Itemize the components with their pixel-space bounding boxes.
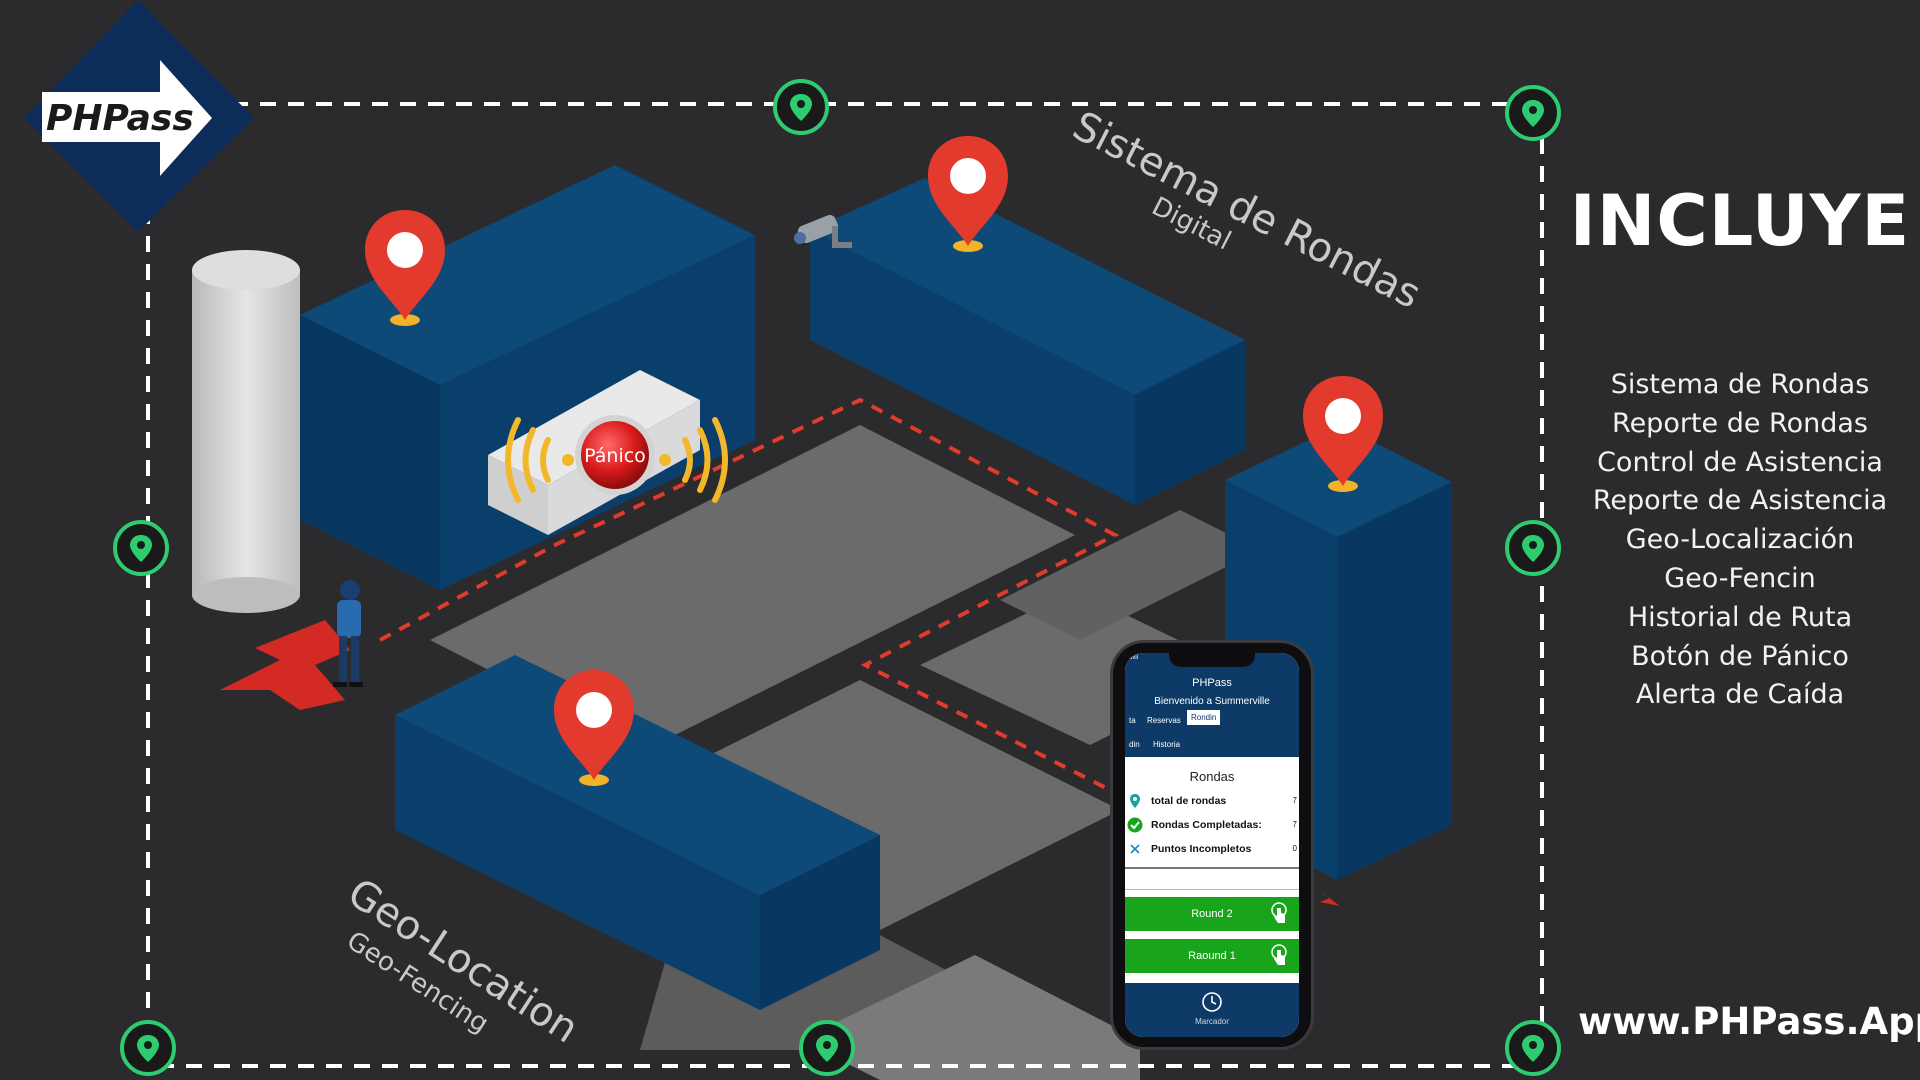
panic-button: Pánico [575, 415, 655, 495]
route-end-arrow [1318, 892, 1340, 906]
phone-footer-label[interactable]: Marcador [1195, 1017, 1229, 1026]
phone-welcome-text: Bienvenido a Summerville [1154, 696, 1270, 707]
round-button-label: Round 2 [1191, 908, 1233, 920]
feature-item: Geo-Localización [1625, 524, 1855, 556]
includes-title: INCLUYE [1569, 180, 1911, 262]
security-guard-figure [333, 580, 363, 687]
panic-label: Pánico [584, 445, 646, 467]
clock-icon[interactable] [1201, 991, 1223, 1013]
phone-tab-reservas[interactable]: Reservas [1147, 716, 1181, 725]
feature-item: Control de Asistencia [1597, 446, 1883, 478]
feature-item: Sistema de Rondas [1610, 369, 1870, 400]
phpass-logo: PHPass [24, 0, 254, 232]
phone-tab-rondin[interactable]: Rondin [1187, 710, 1221, 725]
tap-hand-icon [1271, 902, 1287, 923]
phone-bottom-nav: Marcador [1125, 983, 1299, 1037]
phone-stat-value: 0 [1292, 844, 1297, 853]
phone-stat-value: 7 [1292, 820, 1297, 829]
feature-item: Historial de Ruta [1627, 601, 1853, 633]
phone-stat-label: Puntos Incompletos [1151, 843, 1252, 855]
geofence-pin-icon [120, 1020, 176, 1076]
signal-waves-right [682, 417, 728, 503]
phone-divider [1125, 867, 1299, 869]
phone-subtab-rondin[interactable]: din [1129, 740, 1140, 749]
phone-stat-row: Puntos Incompletos 0 [1125, 839, 1299, 861]
phone-mockup: ovil PHPass Bienvenido a Summerville ta … [1110, 640, 1314, 1050]
signal-waves-left [505, 417, 551, 503]
phone-stat-label: total de rondas [1151, 795, 1227, 807]
patrol-route [379, 397, 1120, 792]
phone-tab-partial[interactable]: ta [1129, 716, 1136, 725]
phone-notch [1169, 653, 1255, 667]
geofence-pin-icon [113, 520, 169, 576]
check-circle-icon [1127, 817, 1143, 833]
phone-stat-value: 7 [1292, 796, 1297, 805]
security-camera-icon [794, 214, 852, 248]
feature-item: Geo-Fencin [1664, 562, 1816, 594]
round-2-button[interactable]: Round 2 [1125, 897, 1299, 931]
phone-status-bar: ovil [1129, 655, 1139, 661]
phone-subtab-historia[interactable]: Historia [1153, 740, 1181, 749]
cylinder-tank [192, 250, 300, 613]
phone-stat-row: Rondas Completadas: 7 [1125, 815, 1299, 837]
phone-stat-label: Rondas Completadas: [1151, 819, 1262, 831]
geofence-pin-icon [1505, 520, 1561, 576]
geofence-pin-icon [773, 79, 829, 135]
feature-item: Reporte de Asistencia [1592, 485, 1888, 517]
building-bottom [395, 655, 880, 1010]
building-top-center [810, 178, 1245, 505]
phone-app-name: PHPass [1192, 677, 1232, 689]
tap-hand-icon [1271, 944, 1287, 965]
features-list: Sistema de Rondas Reporte de Rondas Cont… [1560, 366, 1920, 715]
feature-item: Alerta de Caída [1635, 679, 1845, 711]
website-url: www.PHPass.App [1578, 1000, 1920, 1043]
geofence-pin-icon [1505, 1020, 1561, 1076]
geofence-pin-icon [799, 1020, 855, 1076]
location-pin-icon [1130, 794, 1140, 808]
phone-stat-row: total de rondas 7 [1125, 791, 1299, 813]
features-panel: INCLUYE Sistema de Rondas Reporte de Ron… [1560, 0, 1920, 1080]
x-mark-icon [1130, 844, 1140, 854]
phone-divider [1125, 889, 1299, 890]
geofence-pin-icon [1505, 85, 1561, 141]
phone-content-title: Rondas [1189, 769, 1235, 784]
logo-text: PHPass [46, 98, 194, 139]
start-arrow [220, 620, 350, 710]
feature-item: Botón de Pánico [1631, 640, 1849, 672]
phone-screen: ovil PHPass Bienvenido a Summerville ta … [1125, 653, 1299, 1037]
phone-app-header: ovil PHPass Bienvenido a Summerville ta … [1125, 653, 1299, 757]
round-button-label: Raound 1 [1188, 950, 1236, 962]
round-1-button[interactable]: Raound 1 [1125, 939, 1299, 973]
feature-item: Reporte de Rondas [1612, 407, 1868, 439]
